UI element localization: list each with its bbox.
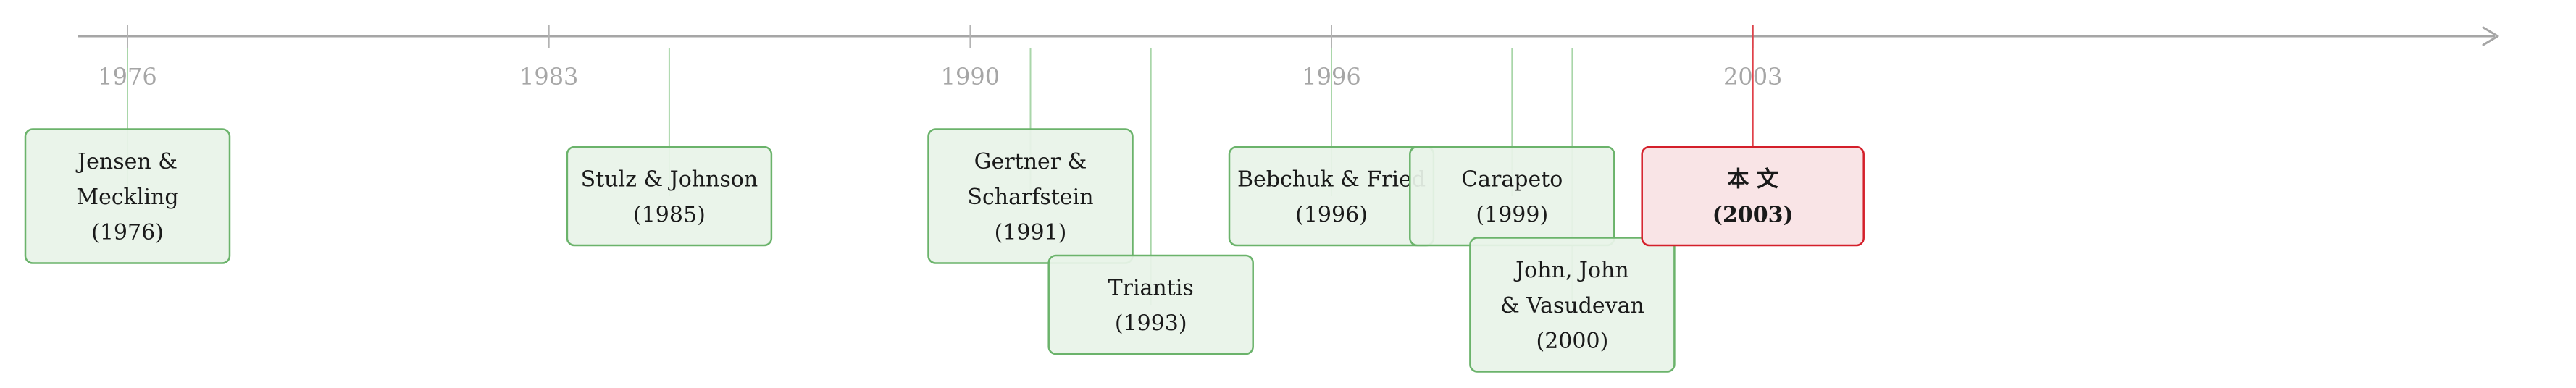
event-label-line: Stulz & Johnson xyxy=(581,167,758,193)
event-box xyxy=(1469,237,1676,373)
event-box xyxy=(927,128,1134,264)
event-label-line: (1991) xyxy=(995,220,1067,245)
event-card: Gertner & Scharfstein (1991) xyxy=(927,128,1134,264)
event-label-line: Gertner & xyxy=(974,149,1087,174)
event-card: Triantis (1993) xyxy=(1047,254,1254,355)
event-boxes: Jensen & Meckling (1976) Stulz & Johnson (19… xyxy=(24,128,1865,373)
event-label-line: 本 文 xyxy=(1727,167,1778,193)
event-label-line: (2003) xyxy=(1713,203,1794,228)
event-box xyxy=(1641,146,1865,247)
event-label-line: & Vasudevan xyxy=(1500,293,1644,319)
event-box xyxy=(24,128,231,264)
event-label-line: Bebchuk & Fried xyxy=(1237,167,1426,193)
event-label-line: Jensen & xyxy=(75,149,177,174)
event-box xyxy=(1409,146,1615,247)
event-card: Stulz & Johnson (1985) xyxy=(566,146,773,247)
event-label-line: (1999) xyxy=(1476,203,1548,228)
event-label-line: (1996) xyxy=(1295,203,1368,228)
event-box xyxy=(1047,254,1254,355)
event-label-line: (2000) xyxy=(1536,329,1609,354)
event-card: Carapeto (1999) xyxy=(1409,146,1615,247)
event-card: John, John & Vasudevan (2000) xyxy=(1469,237,1676,373)
event-label-line: (1985) xyxy=(633,203,706,228)
tick-label: 1990 xyxy=(941,63,1000,90)
event-label-line: John, John xyxy=(1513,258,1629,283)
axis-arrowhead xyxy=(2482,26,2499,46)
event-card: Bebchuk & Fried (1996) xyxy=(1228,146,1435,247)
event-label-line: Meckling xyxy=(76,185,178,210)
event-label-line: Carapeto xyxy=(1461,167,1563,193)
event-box xyxy=(1228,146,1435,247)
tick-label: 1983 xyxy=(519,63,578,90)
event-card-current: 本 文 (2003) xyxy=(1641,146,1865,247)
event-label-line: Scharfstein xyxy=(967,185,1093,210)
event-card: Jensen & Meckling (1976) xyxy=(24,128,231,264)
event-label-line: (1976) xyxy=(91,220,164,245)
event-label-line: (1993) xyxy=(1115,311,1187,337)
event-label-line: Triantis xyxy=(1108,276,1194,301)
event-box xyxy=(566,146,773,247)
